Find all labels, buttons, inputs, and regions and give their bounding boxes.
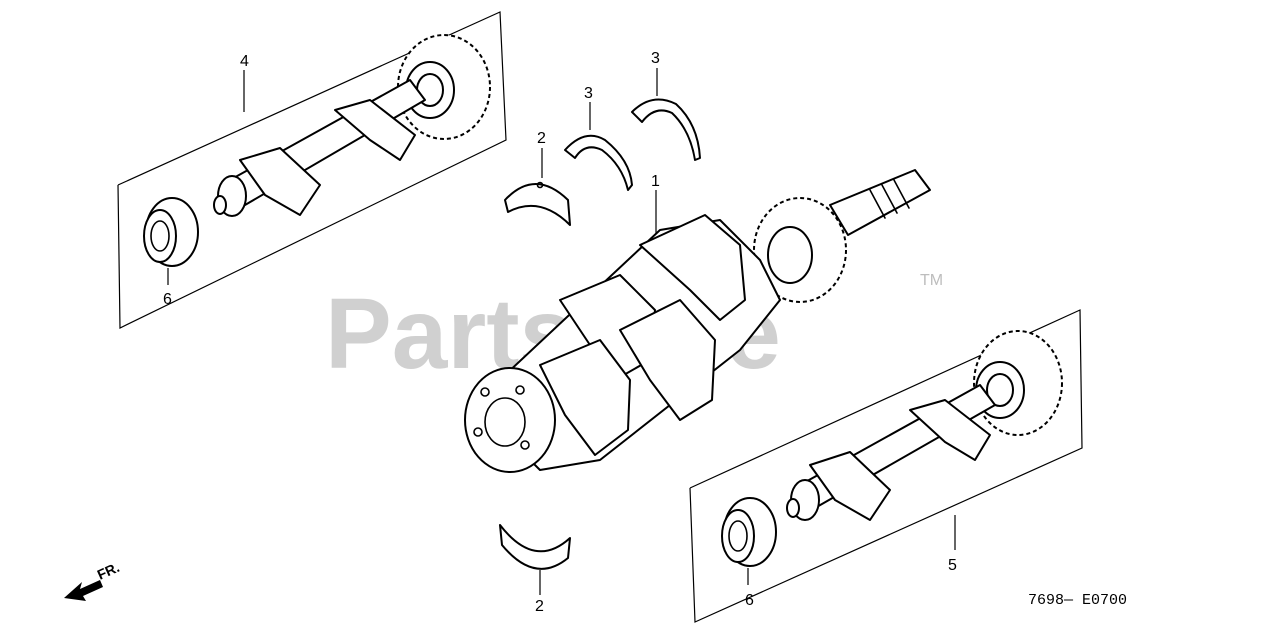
callout-3a[interactable]: 3	[584, 85, 593, 102]
spline-shaft	[829, 169, 931, 236]
front-label: FR.	[95, 559, 122, 583]
crankshaft-1[interactable]	[464, 169, 931, 473]
callout-2-lower[interactable]: 2	[535, 598, 544, 615]
callout-4[interactable]: 4	[240, 53, 249, 70]
arrow-left-icon	[64, 580, 103, 601]
crank-flange	[464, 367, 556, 473]
front-direction-indicator: FR.	[64, 559, 122, 601]
callout-6-upper[interactable]: 6	[163, 291, 172, 308]
bearing-half-2-lower[interactable]	[499, 524, 571, 595]
callout-3b[interactable]: 3	[651, 50, 660, 67]
thrust-washer-3b[interactable]	[631, 68, 701, 161]
callout-5[interactable]: 5	[948, 557, 957, 574]
crank-web-1	[639, 214, 746, 321]
diagram-code: 7698— E0700	[1028, 592, 1127, 609]
group-4-outline	[117, 11, 507, 329]
counterweight-5b	[809, 451, 891, 521]
balancer-assembly-5[interactable]	[689, 309, 1083, 623]
group-5-outline	[689, 309, 1083, 623]
callout-1[interactable]: 1	[651, 173, 660, 190]
thrust-washer-3a[interactable]	[564, 102, 633, 191]
watermark-tm: TM	[920, 272, 943, 289]
crank-web-4	[539, 339, 631, 456]
counterweight-4b	[239, 147, 321, 216]
counterweight-4a	[334, 99, 416, 161]
callout-2-upper[interactable]: 2	[537, 130, 546, 147]
crank-web-3	[619, 299, 716, 421]
counterweight-5a	[909, 399, 991, 461]
bearing-half-2-upper[interactable]	[504, 148, 571, 226]
callout-6-lower[interactable]: 6	[745, 592, 754, 609]
balancer-assembly-4[interactable]	[117, 11, 507, 329]
